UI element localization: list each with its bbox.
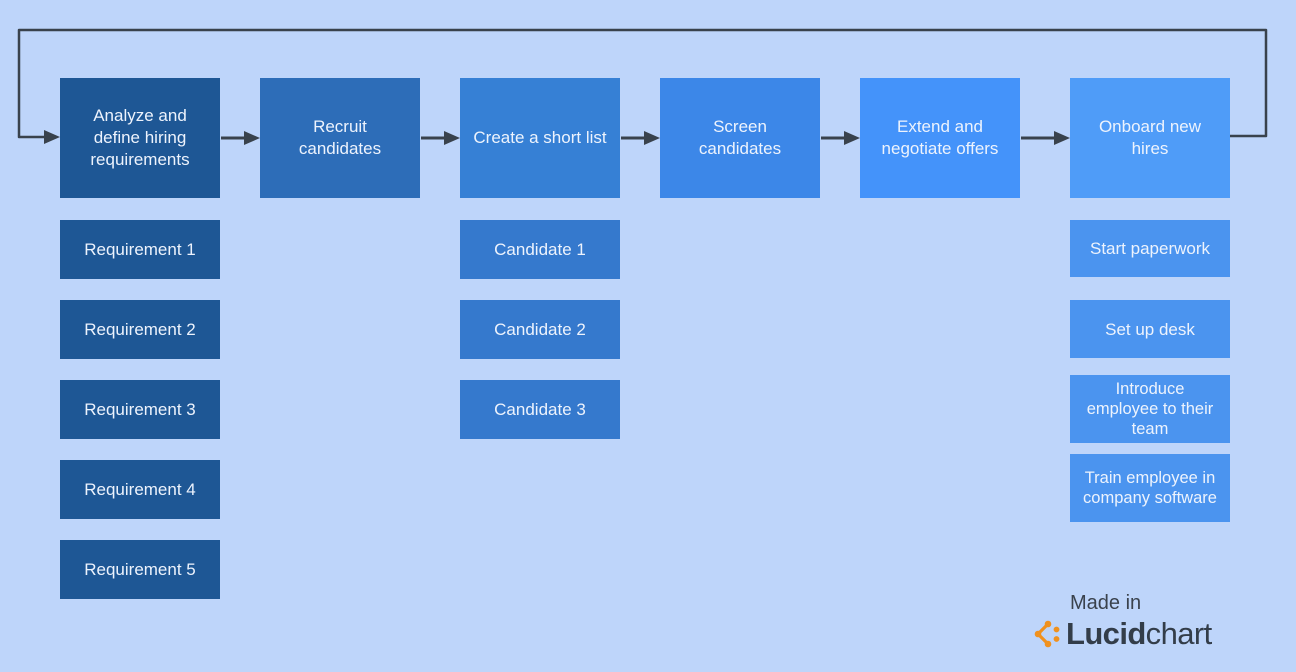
onboarding-introduce-employee-node: Introduce employee to their team (1070, 375, 1230, 443)
lucidchart-wordmark: Lucidchart (1030, 616, 1212, 652)
arrowhead-icon (244, 131, 260, 145)
brand-bold-text: Lucid (1066, 616, 1146, 651)
requirement-3-node: Requirement 3 (60, 380, 220, 439)
flow-step-onboard-hires: Onboard new hires (1070, 78, 1230, 198)
lucidchart-badge: Made in Lucidchart (1030, 592, 1212, 652)
onboarding-train-employee-node: Train employee in company software (1070, 454, 1230, 522)
candidate-3-node: Candidate 3 (460, 380, 620, 439)
arrowhead-icon (44, 130, 60, 144)
arrow-step2-step3 (421, 131, 460, 145)
requirement-5-node: Requirement 5 (60, 540, 220, 599)
lucid-logo-icon (1034, 620, 1060, 648)
loop-back-connector (17, 28, 1268, 144)
candidate-1-node: Candidate 1 (460, 220, 620, 279)
lucidchart-brand-text: Lucidchart (1066, 616, 1212, 652)
flow-step-analyze-requirements: Analyze and define hiring requirements (60, 78, 220, 198)
arrowhead-icon (644, 131, 660, 145)
arrow-step3-step4 (621, 131, 660, 145)
onboarding-set-up-desk-node: Set up desk (1070, 300, 1230, 358)
arrow-step4-step5 (821, 131, 860, 145)
flow-step-screen-candidates: Screen candidates (660, 78, 820, 198)
arrowhead-icon (1054, 131, 1070, 145)
onboarding-start-paperwork-node: Start paperwork (1070, 220, 1230, 277)
brand-regular-text: chart (1145, 616, 1213, 651)
arrow-step5-step6 (1021, 131, 1070, 145)
requirement-1-node: Requirement 1 (60, 220, 220, 279)
flow-step-create-short-list: Create a short list (460, 78, 620, 198)
flow-step-recruit-candidates: Recruit candidates (260, 78, 420, 198)
requirement-4-node: Requirement 4 (60, 460, 220, 519)
flow-step-extend-offers: Extend and negotiate offers (860, 78, 1020, 198)
candidate-2-node: Candidate 2 (460, 300, 620, 359)
arrow-step1-step2 (221, 131, 260, 145)
made-in-text: Made in (1070, 592, 1142, 614)
arrowhead-icon (844, 131, 860, 145)
requirement-2-node: Requirement 2 (60, 300, 220, 359)
arrowhead-icon (444, 131, 460, 145)
